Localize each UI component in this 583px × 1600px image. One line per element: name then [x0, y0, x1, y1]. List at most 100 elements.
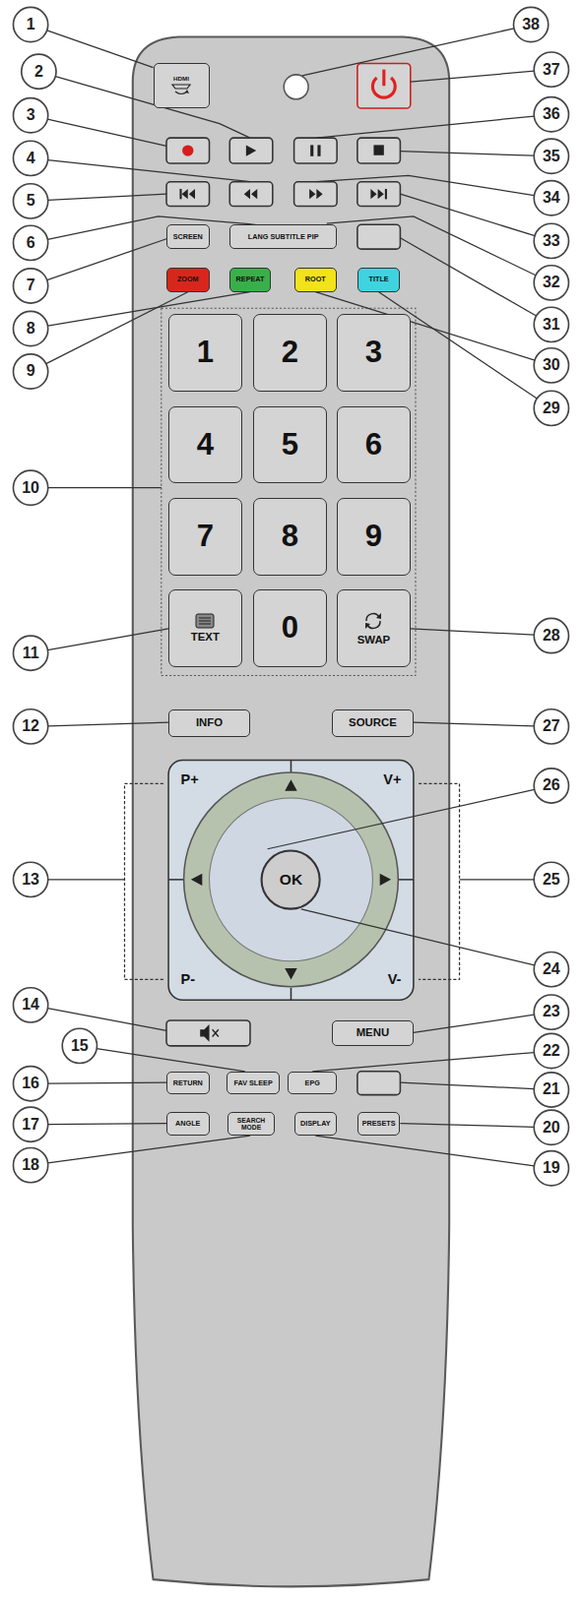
leader-line: [48, 160, 251, 183]
button-label: P+: [181, 773, 199, 788]
button-label: MENU: [356, 1028, 390, 1040]
leader-line: [48, 1123, 167, 1126]
remote-button: 0: [253, 589, 327, 668]
remote-button: LANG SUBTITLE PIP: [229, 224, 337, 250]
button-label: SWAP: [357, 635, 391, 648]
callout-number: 1: [12, 6, 48, 42]
callout-number: 9: [12, 354, 48, 389]
leader-line: [413, 1015, 535, 1034]
remote-button: 5: [253, 406, 327, 485]
callout-circle: [12, 98, 48, 133]
button-icon: [310, 144, 314, 156]
callout-number: 20: [533, 1110, 569, 1146]
remote-button: INFO: [168, 710, 251, 738]
button-icon: [316, 189, 323, 199]
button-label: 6: [365, 429, 383, 462]
callout-circle: [12, 1107, 48, 1143]
blank-button: [357, 1072, 401, 1097]
remote-button: 2: [253, 314, 327, 392]
callout-circle: [533, 223, 569, 259]
callout-number: 37: [533, 52, 569, 87]
swap-icon: [362, 610, 385, 633]
leader-line: [48, 487, 162, 489]
leader-line: [47, 1009, 167, 1033]
transport-button: [294, 137, 338, 164]
callout-number: 36: [533, 96, 569, 131]
leader-line: [315, 1136, 534, 1167]
button-label: 3: [365, 336, 383, 370]
record-icon: [182, 144, 194, 156]
leader-line: [316, 116, 534, 138]
button-label: LANG SUBTITLE PIP: [248, 233, 320, 242]
transport-button: [357, 137, 401, 164]
remote-button: HDMI: [153, 63, 210, 109]
remote-button: TEXT: [168, 589, 243, 668]
callout-number: 26: [533, 769, 569, 804]
leader-line: [267, 789, 535, 849]
button-icon: [385, 189, 388, 199]
callout-number: 17: [12, 1107, 48, 1143]
ok-button: OK: [259, 849, 322, 911]
button-label: ZOOM: [177, 275, 199, 284]
transport-button: [357, 182, 401, 207]
callout-circle: [533, 1034, 569, 1069]
callout-circle: [533, 97, 569, 132]
remote-button: 3: [336, 314, 411, 392]
button-label: RETURN: [173, 1080, 203, 1089]
callout-circle: [12, 140, 48, 176]
button-label: ANGLE: [175, 1120, 200, 1129]
hdmi-icon: [169, 83, 194, 96]
callout-circle: [12, 636, 48, 671]
button-icon: [182, 189, 189, 199]
callout-number: 14: [12, 988, 48, 1024]
leader-line: [410, 70, 535, 82]
button-label: 2: [281, 336, 299, 370]
transport-button: [229, 137, 273, 164]
remote-button: ANGLE: [166, 1112, 210, 1137]
remote-button: REPEAT: [229, 267, 270, 293]
button-icon: [378, 189, 385, 199]
callout-number: 4: [12, 140, 48, 176]
button-label: INFO: [195, 717, 223, 730]
button-label: 0: [281, 612, 299, 646]
button-icon: [309, 189, 316, 199]
remote-button: ROOT: [294, 267, 338, 293]
remote-body: [132, 36, 450, 1588]
callout-circle: [12, 225, 48, 260]
leader-line: [48, 1136, 251, 1165]
leader-line: [48, 1083, 167, 1086]
button-icon: [317, 144, 321, 156]
callout-number: 3: [12, 98, 48, 133]
callout-number: 5: [12, 184, 48, 219]
callout-circle: [533, 390, 569, 426]
remote-button: SCREEN: [166, 224, 210, 250]
callout-number: 38: [513, 6, 548, 42]
remote-button: 6: [336, 406, 411, 485]
transport-button: [166, 137, 210, 164]
button-label: SEARCH MODE: [228, 1117, 274, 1132]
button-label: 7: [196, 520, 214, 554]
button-label: PRESETS: [362, 1120, 396, 1129]
callout-number: 16: [12, 1066, 48, 1102]
remote-button: SOURCE: [331, 710, 414, 738]
callout-circle: [533, 348, 569, 384]
remote-button: MENU: [331, 1021, 414, 1047]
button-label: V-: [388, 972, 402, 988]
leader-line: [410, 629, 534, 636]
callout-circle: [12, 6, 48, 42]
leader-line: [399, 1124, 534, 1129]
button-icon: [246, 144, 257, 156]
leader-line: [48, 722, 169, 727]
callout-circle: [533, 52, 569, 87]
callout-circle: [533, 138, 569, 174]
leader-line: [326, 216, 536, 276]
callout-number: 7: [12, 268, 48, 304]
callout-circle: [12, 1067, 48, 1102]
transport-button: [166, 182, 210, 207]
brackets: [124, 783, 459, 980]
button-label: TEXT: [191, 632, 220, 645]
button-label: SOURCE: [348, 717, 397, 730]
callout-number: 27: [533, 710, 569, 745]
leader-line: [47, 239, 167, 281]
remote-button: 4: [168, 406, 243, 485]
